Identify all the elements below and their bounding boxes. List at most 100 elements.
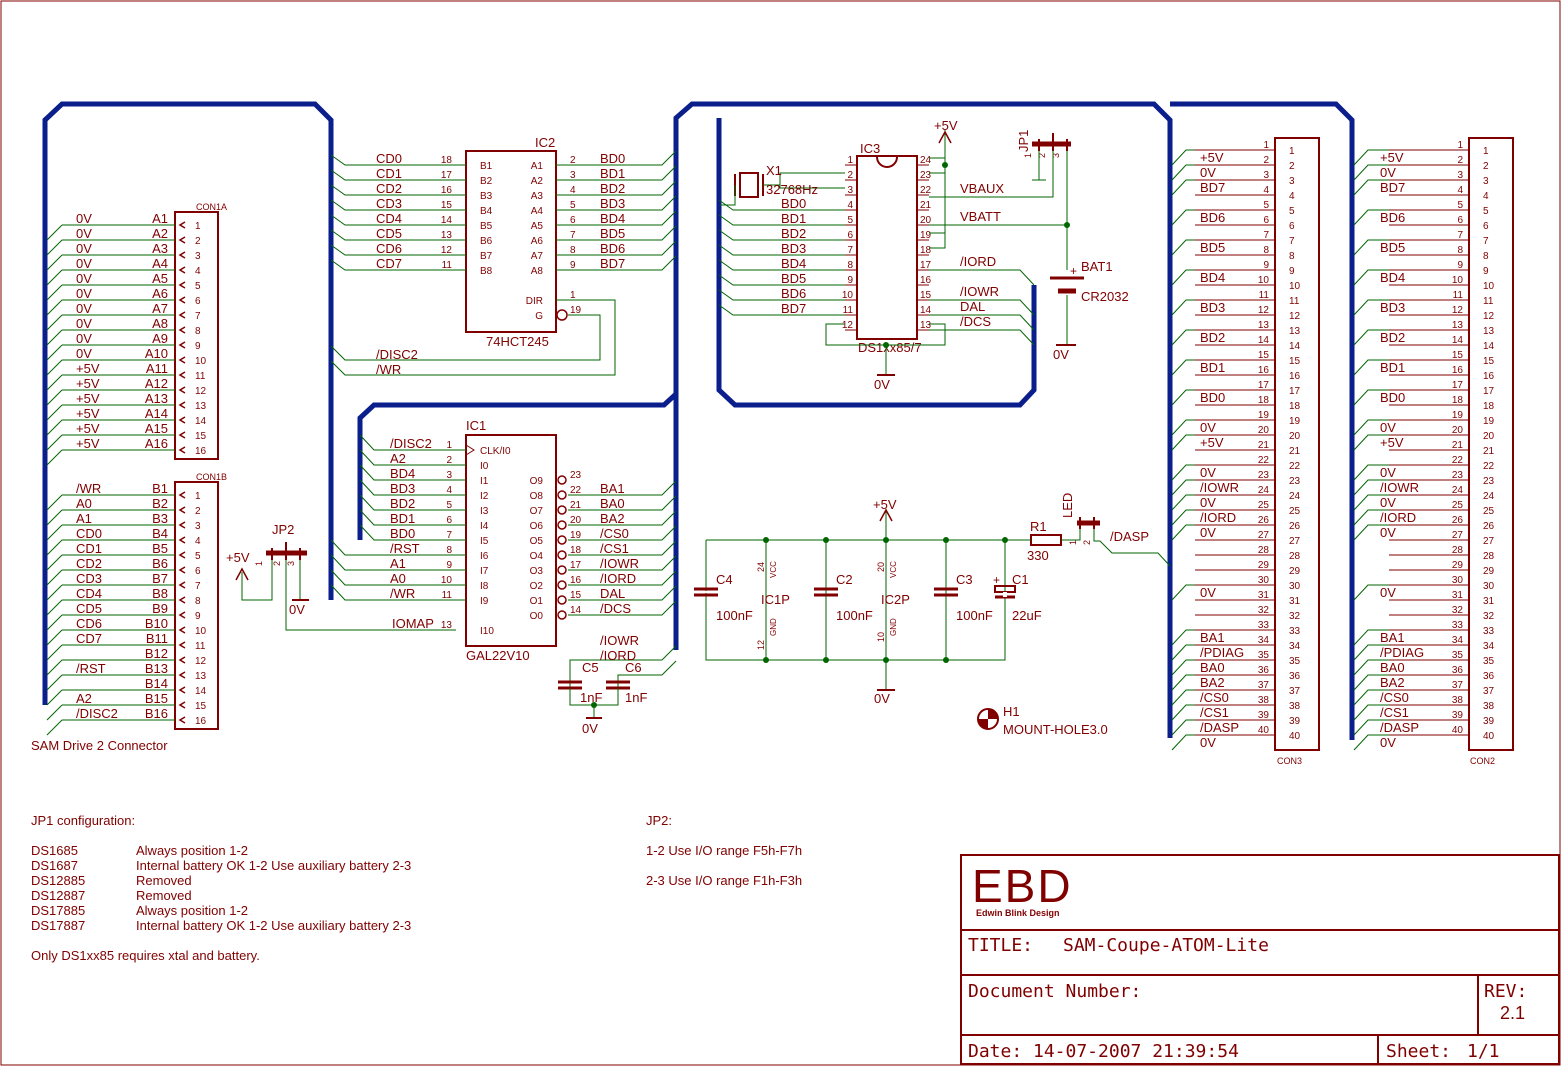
ic1-pinname-o0: O0	[530, 611, 544, 622]
con3-net-39: /DASP	[1200, 720, 1239, 735]
ic1p-ref: IC1P	[761, 592, 790, 607]
con2-net-5: BD6	[1380, 210, 1405, 225]
ic2-net-bd5: BD5	[600, 226, 625, 241]
con1b-pad-16: B16	[145, 706, 168, 721]
con3-net-26: 0V	[1200, 525, 1216, 540]
con2-pinR-39: 39	[1483, 716, 1495, 727]
con2-pinR-15: 15	[1483, 356, 1495, 367]
con2-pinR-31: 31	[1483, 596, 1495, 607]
con1b-pin-3: 3	[195, 521, 201, 532]
junction-dot-icon	[763, 537, 769, 543]
con3-pinR-25: 25	[1289, 506, 1301, 517]
bat1-value: CR2032	[1081, 289, 1129, 304]
con1a-net-9: 0V	[76, 331, 92, 346]
ic2p-ref: IC2P	[881, 592, 910, 607]
pin-arrow-icon	[178, 686, 186, 694]
con2-pinR-23: 23	[1483, 476, 1495, 487]
ic1-net-iord: /IORD	[600, 648, 636, 663]
ic1p-vcc-pin: 24	[756, 562, 766, 572]
c5-value: 1nF	[580, 690, 602, 705]
con1a-pin-2: 2	[195, 236, 201, 247]
con3-pinR-20: 20	[1289, 431, 1301, 442]
ic2-pin-14: 14	[441, 215, 453, 226]
con2-pinL-27: 27	[1452, 530, 1464, 541]
con1a-net-11: +5V	[76, 361, 100, 376]
ic2-net-bd4: BD4	[600, 211, 625, 226]
jp1-ref: JP1	[1016, 130, 1031, 152]
con3-net-37: /CS0	[1200, 690, 1229, 705]
ic2-net-cd2: CD2	[376, 181, 402, 196]
ic1-net-12: IOMAP	[392, 616, 434, 631]
pin-arrow-icon	[178, 581, 186, 589]
con1b-pin-4: 4	[195, 536, 201, 547]
con2-net-25: /IORD	[1380, 510, 1416, 525]
con1b-pin-12: 12	[195, 656, 207, 667]
con3-pinR-27: 27	[1289, 536, 1301, 547]
con3-pinR-1: 1	[1289, 146, 1295, 157]
con1a-pad-13: A13	[145, 391, 168, 406]
ic2-pin-4: 4	[570, 185, 576, 196]
con3-pinR-17: 17	[1289, 386, 1301, 397]
con3-pinL-6: 6	[1263, 215, 1269, 226]
con1b-pin-15: 15	[195, 701, 207, 712]
con1a-pin-8: 8	[195, 326, 201, 337]
con3-pinR-28: 28	[1289, 551, 1301, 562]
jp1-note-part-2: DS1687	[31, 858, 78, 873]
con3-pinR-11: 11	[1289, 296, 1300, 307]
pin-arrow-icon	[178, 326, 186, 334]
con3-pinL-26: 26	[1258, 515, 1270, 526]
con3-pinL-10: 10	[1258, 275, 1270, 286]
ic3-pin-12: 12	[842, 320, 854, 331]
jp2-config-heading: JP2:	[646, 813, 672, 828]
ic2-pin-5: 5	[570, 200, 576, 211]
ic2-net-bd3: BD3	[600, 196, 625, 211]
ic2-pinname-b1: B1	[480, 161, 493, 172]
junction-dot-icon	[883, 657, 889, 663]
con1a-net-14: +5V	[76, 406, 100, 421]
ic1-net-1: /DISC2	[390, 436, 432, 451]
con3-pinL-29: 29	[1258, 560, 1270, 571]
con1a-net-6: 0V	[76, 286, 92, 301]
con2-net-23: /IOWR	[1380, 480, 1419, 495]
c4-value: 100nF	[716, 608, 753, 623]
con3-pinR-16: 16	[1289, 371, 1301, 382]
ic1-pinname-3: I1	[480, 476, 489, 487]
bat1-polarity: +	[1070, 264, 1077, 278]
ic3-pin-7: 7	[847, 245, 853, 256]
con3-pinR-32: 32	[1289, 611, 1301, 622]
ic1-net-2: A2	[390, 451, 406, 466]
ic3-pin-13: 13	[920, 320, 932, 331]
con3-net-2: 0V	[1200, 165, 1216, 180]
con2-net-7: BD5	[1380, 240, 1405, 255]
con3-pinL-37: 37	[1258, 680, 1270, 691]
con1b-pad-13: B13	[145, 661, 168, 676]
con3-pinR-12: 12	[1289, 311, 1301, 322]
ic2-pin-6: 6	[570, 215, 576, 226]
con2-net-33: BA1	[1380, 630, 1405, 645]
ic1-net-3: BD4	[390, 466, 415, 481]
con1b-caption: SAM Drive 2 Connector	[31, 738, 168, 753]
con3-pinR-14: 14	[1289, 341, 1301, 352]
ic3-pin-21: 21	[920, 200, 932, 211]
con2-pinL-1: 1	[1457, 140, 1463, 151]
revision-label: REV:	[1484, 981, 1527, 1002]
con2-pinL-23: 23	[1452, 470, 1464, 481]
con1b-pin-6: 6	[195, 566, 201, 577]
con3-net-23: /IOWR	[1200, 480, 1239, 495]
con1a-pin-10: 10	[195, 356, 207, 367]
jp1-note-part-5: DS17885	[31, 903, 85, 918]
ic2-net-disc2: /DISC2	[376, 347, 418, 362]
con2-pinR-33: 33	[1483, 626, 1495, 637]
con2-pinR-40: 40	[1483, 731, 1495, 742]
pin-arrow-icon	[178, 371, 186, 379]
con3-net-38: /CS1	[1200, 705, 1229, 720]
ic2-net-bd6: BD6	[600, 241, 625, 256]
bat1-ground-label: 0V	[1053, 347, 1069, 362]
ic1-pin-20: 20	[570, 515, 582, 526]
con2-pinL-22: 22	[1452, 455, 1464, 466]
ic3-pin-5: 5	[847, 215, 853, 226]
ic2-pin-7: 7	[570, 230, 576, 241]
ic3-net-2: VBATT	[960, 209, 1001, 224]
